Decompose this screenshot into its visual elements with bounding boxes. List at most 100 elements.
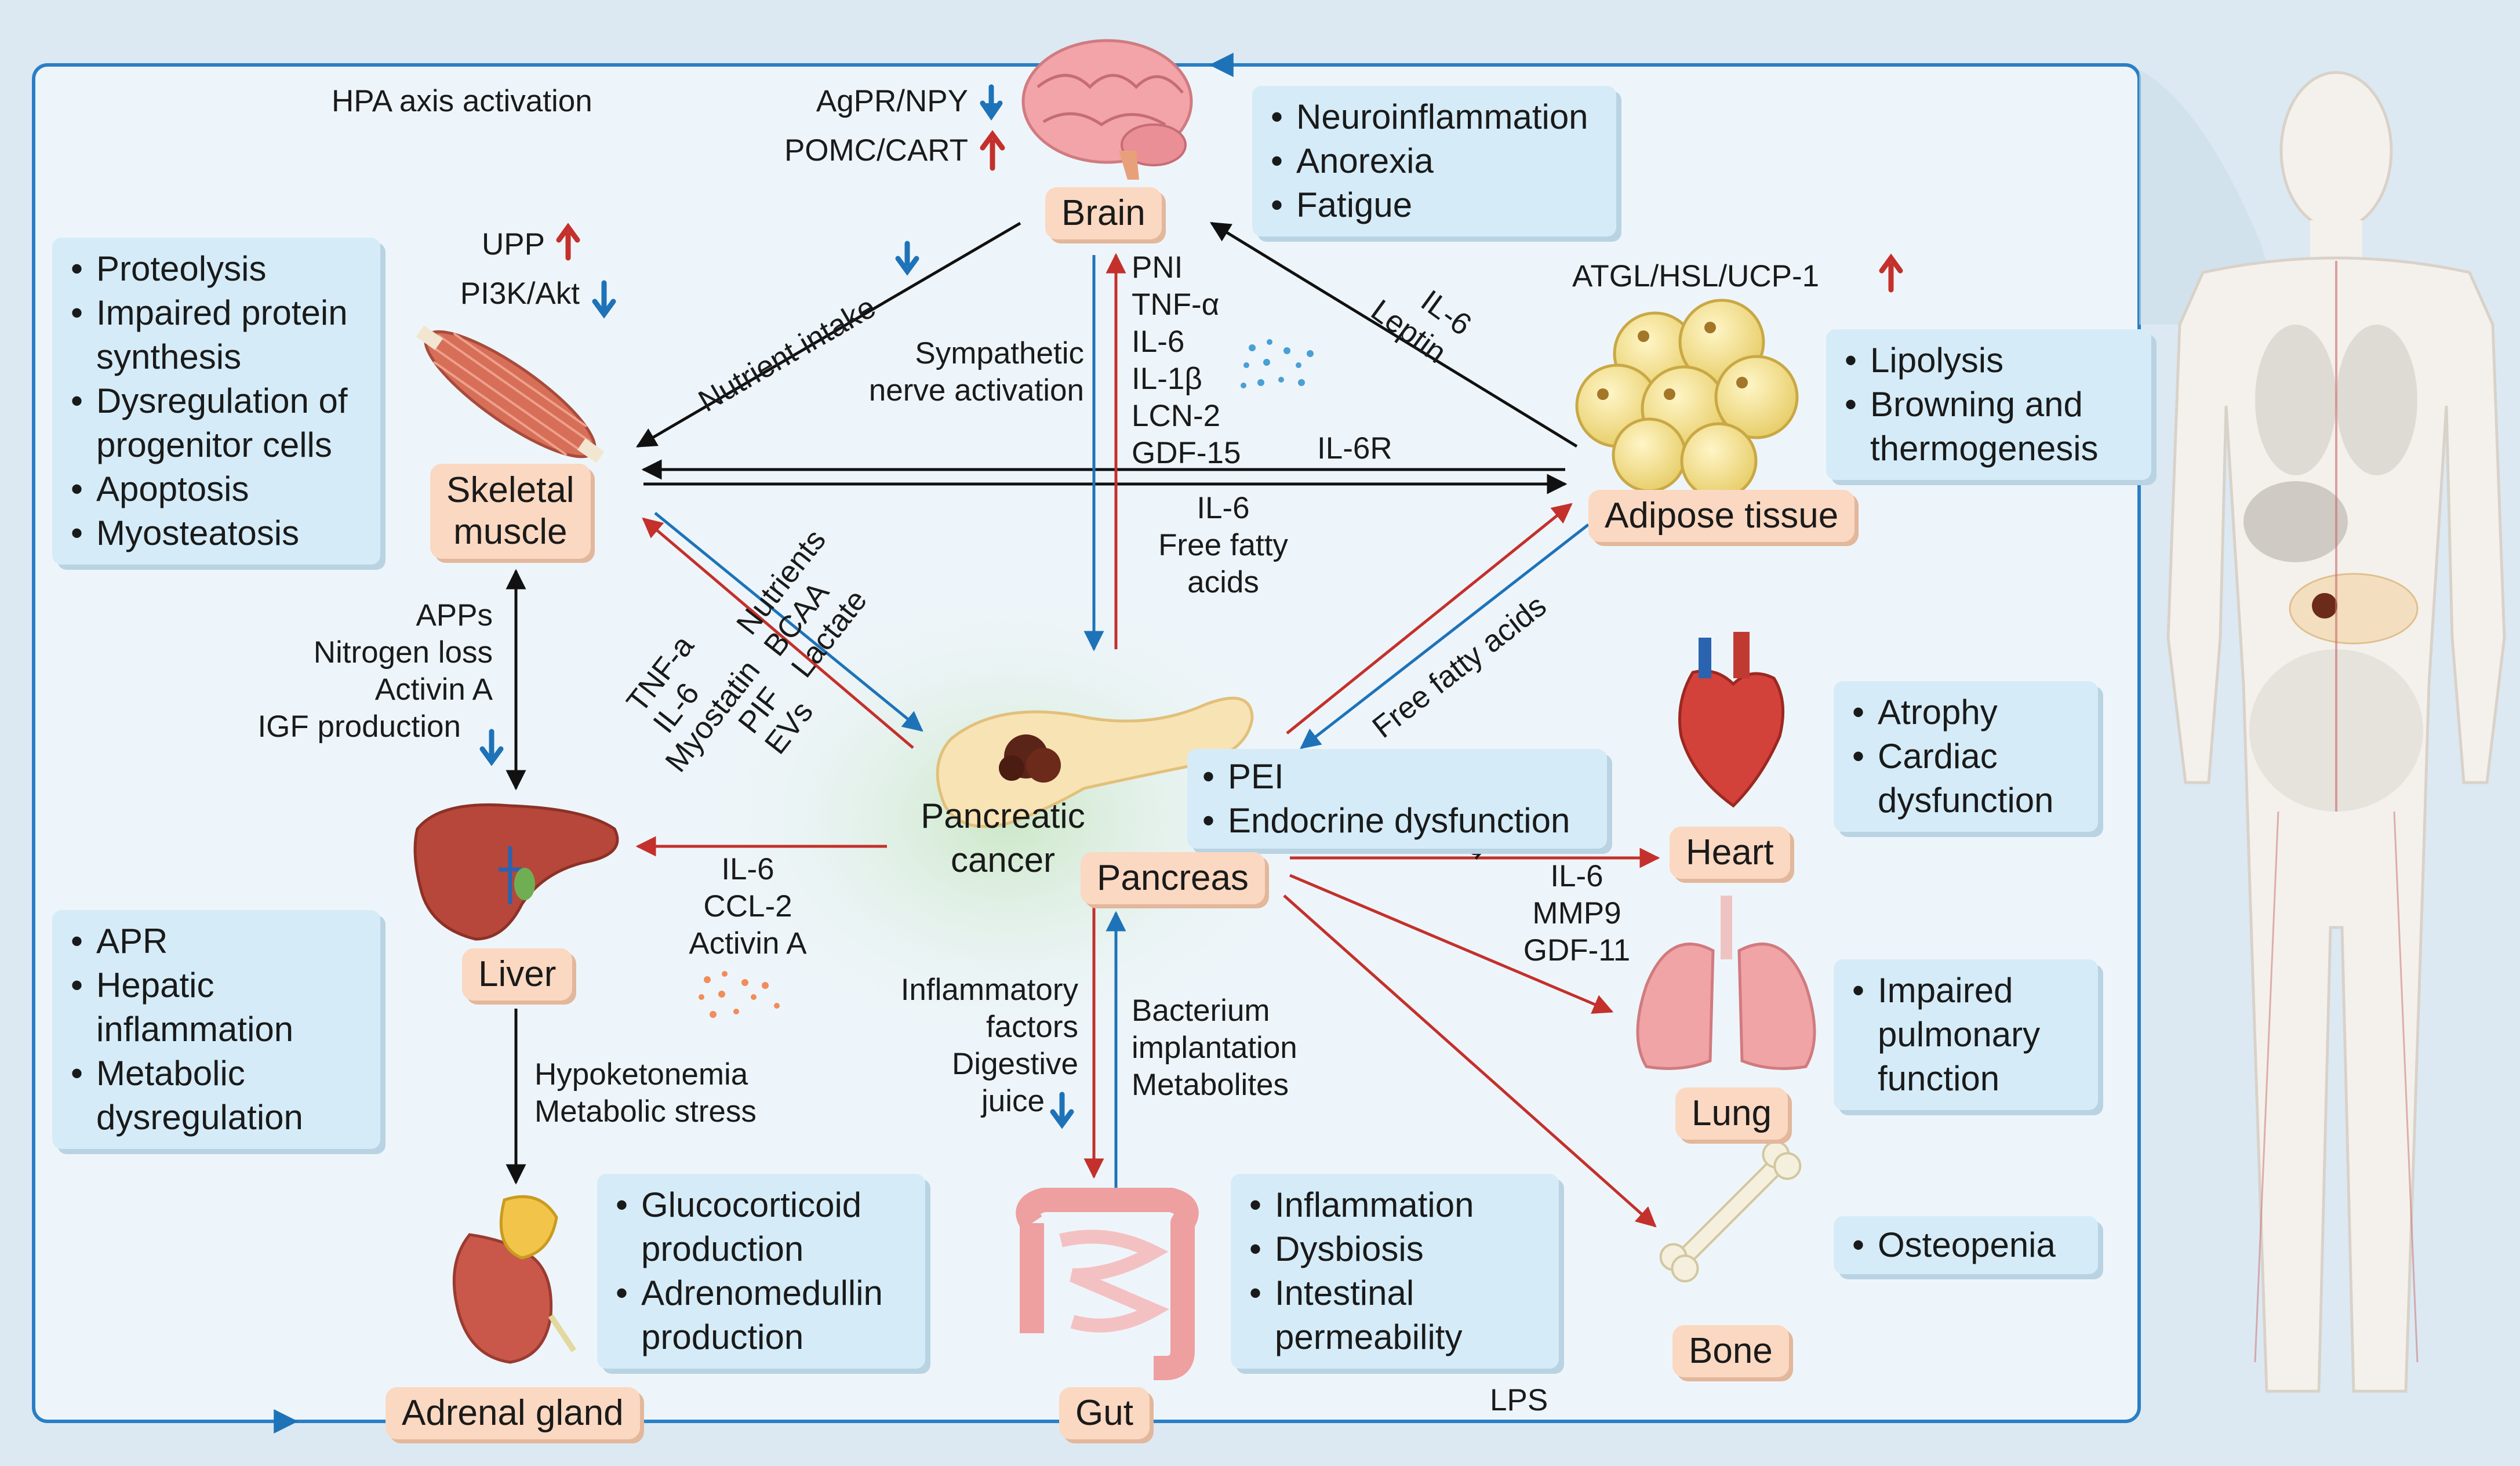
signal-dots-orange: [699, 971, 780, 1018]
muscle-effect-item-cont: progenitor cells: [96, 425, 332, 464]
signal-nitrogen-loss: Nitrogen loss: [313, 635, 493, 670]
sympathetic-line1: Sympathetic: [915, 336, 1084, 370]
heart-effect-item-cont: dysfunction: [1878, 781, 2054, 820]
sympathetic-line2: nerve activation: [868, 373, 1084, 408]
arrow-pancreas-bone: [1283, 894, 1657, 1228]
arrow-tumor-muscle: [642, 517, 914, 749]
muscle-adipose-mid-label: IL-6 Free fatty acids: [1136, 490, 1310, 601]
signal-mmp9: MMP9: [1532, 896, 1621, 930]
signal-factors: factors: [986, 1010, 1078, 1044]
signal-hypoketonemia: Hypoketonemia: [534, 1057, 748, 1092]
skeletal-muscle-line1: Skeletal: [446, 470, 574, 510]
pomc-cart-text: POMC/CART: [784, 133, 968, 168]
adrenal-effect-item: Adrenomedullin: [613, 1271, 909, 1315]
pancreas-effect-item: PEI: [1200, 755, 1594, 799]
adrenal-effect-item: Glucocorticoid: [613, 1183, 909, 1227]
pancreas-effect-item: Endocrine dysfunction: [1200, 799, 1594, 843]
pi3k-down-arrow: [592, 280, 616, 319]
signal-metabolites: Metabolites: [1132, 1068, 1289, 1102]
signal-metabolic-stress: Metabolic stress: [534, 1094, 757, 1129]
pomc-up-arrow: [980, 130, 1005, 171]
signal-pni: PNI: [1132, 250, 1183, 285]
brain-effect-item: Anorexia: [1268, 139, 1600, 183]
signal-il6-o: IL-6: [1550, 859, 1603, 893]
skeletal-muscle-label: Skeletal muscle: [430, 464, 591, 559]
pancreatic-cancer-label: Pancreatic cancer: [887, 794, 1119, 882]
adipose-illustration: [1575, 299, 1799, 500]
gut-label: Gut: [1059, 1387, 1150, 1439]
signal-il6-l: IL-6: [721, 852, 774, 886]
gut-illustration: [1016, 1188, 1199, 1380]
tumor-to-liver-signals: IL-6 CCL-2 Activin A: [661, 851, 835, 962]
adrenal-effect-item-cont: production: [641, 1229, 804, 1268]
signal-lcn2: LCN-2: [1132, 399, 1221, 433]
brain-illustration: [1021, 39, 1193, 180]
signal-ccl2: CCL-2: [703, 889, 792, 923]
muscle-effect-item-cont: synthesis: [96, 337, 242, 376]
igf-down-arrow: [479, 729, 504, 766]
muscle-effect-item: Dysregulation of: [68, 379, 364, 423]
adipose-effects-box: Lipolysis Browning and thermogenesis: [1826, 329, 2151, 480]
liver-effect-item: Hepatic: [68, 963, 364, 1007]
signal-il6: IL-6: [1132, 325, 1185, 359]
adipose-tissue-label: Adipose tissue: [1588, 490, 1855, 542]
adrenal-effect-item-cont: production: [641, 1318, 804, 1356]
gut-to-pancreas-signals: Bacterium implantation Metabolites: [1132, 992, 1297, 1104]
liver-effect-item: Metabolic: [68, 1052, 364, 1096]
signal-activin-a-l: Activin A: [689, 926, 807, 961]
tumor-to-brain-signals: PNI TNF-α IL-6 IL-1β LCN-2 GDF-15: [1132, 249, 1241, 472]
pancreas-effects-box: PEI Endocrine dysfunction: [1187, 749, 1607, 849]
signal-juice: juice: [981, 1084, 1045, 1118]
signal-bacterium: Bacterium: [1132, 994, 1270, 1028]
arrow-muscle-tumor: [654, 512, 923, 732]
gut-effect-item-cont: permeability: [1275, 1318, 1463, 1356]
signal-digestive: Digestive: [952, 1047, 1078, 1081]
muscle-illustration: [416, 325, 605, 463]
liver-label: Liver: [462, 948, 573, 1001]
heart-effect-item: Atrophy: [1850, 690, 2082, 734]
adrenal-illustration: [452, 1195, 577, 1364]
muscle-effect-item: Myosteatosis: [68, 511, 364, 555]
signal-tnf: TNF-α: [1132, 288, 1220, 322]
lung-effects-box: Impaired pulmonary function: [1834, 959, 2098, 1110]
human-body-figure: [2139, 70, 2506, 1393]
brain-effects-box: Neuroinflammation Anorexia Fatigue: [1252, 86, 1616, 237]
atgl-hsl-ucp1-text: ATGL/HSL/UCP-1: [1572, 259, 1820, 293]
heart-illustration: [1678, 632, 1785, 808]
arrow-tumor-adipose: [1286, 503, 1573, 734]
bone-illustration: [1659, 1140, 1802, 1283]
signal-activin-a: Activin A: [374, 672, 493, 707]
lung-illustration: [1636, 896, 1816, 1070]
pi3k-akt-text: PI3K/Akt: [460, 277, 580, 311]
brain-label: Brain: [1045, 187, 1162, 239]
muscle-effects-box: Proteolysis Impaired protein synthesis D…: [52, 238, 380, 565]
gut-effect-item: Intestinal: [1247, 1271, 1543, 1315]
pancreatic-cancer-line2: cancer: [950, 841, 1056, 879]
signal-inflammatory: Inflammatory: [900, 973, 1078, 1007]
nutrient-down-arrow: [895, 241, 919, 276]
sympathetic-label: Sympathetic nerve activation: [823, 335, 1084, 409]
heart-effects-box: Atrophy Cardiac dysfunction: [1834, 681, 2098, 832]
hpa-axis-text: HPA axis activation: [332, 84, 592, 118]
pancreatic-cancer-line1: Pancreatic: [921, 796, 1085, 835]
muscle-effect-item: Impaired protein: [68, 291, 364, 335]
lung-effect-item-cont: function: [1878, 1059, 2000, 1098]
signal-apps: APPs: [416, 598, 493, 632]
liver-effect-item-cont: dysregulation: [96, 1098, 303, 1137]
pancreas-to-gut-signals: Inflammatory factors Digestive juice: [835, 972, 1078, 1120]
muscle-effect-item: Proteolysis: [68, 247, 364, 291]
pancreas-label: Pancreas: [1081, 852, 1265, 904]
upp-up-arrow: [556, 223, 580, 261]
lung-label: Lung: [1675, 1087, 1788, 1140]
signal-il1b: IL-1β: [1132, 362, 1202, 396]
liver-effects-box: APR Hepatic inflammation Metabolic dysre…: [52, 910, 380, 1149]
liver-illustration: [413, 803, 619, 941]
gut-effects-box: Inflammation Dysbiosis Intestinal permea…: [1231, 1174, 1559, 1369]
liver-effect-item-cont: inflammation: [96, 1010, 294, 1049]
gut-effect-item: Dysbiosis: [1247, 1227, 1543, 1271]
lung-effect-item-cont: pulmonary: [1878, 1015, 2041, 1054]
liver-to-adrenal-signals: Hypoketonemia Metabolic stress: [534, 1056, 757, 1130]
arrow-pancreas-lung: [1289, 874, 1614, 1014]
agpr-down-arrow: [980, 84, 1003, 121]
arrow-brain-muscle: [635, 221, 1021, 448]
